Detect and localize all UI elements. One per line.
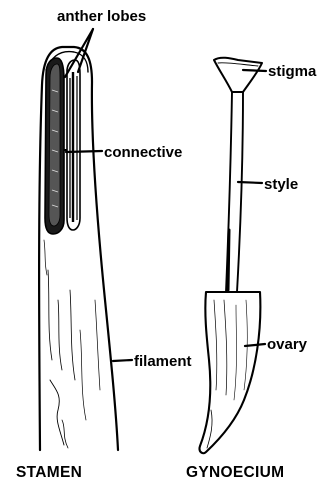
ovary-shape: [200, 292, 261, 453]
caption-stamen: STAMEN: [16, 464, 82, 481]
label-anther-lobes: anther lobes: [57, 8, 146, 25]
leader-stigma: [243, 70, 266, 71]
leader-filament: [113, 360, 132, 361]
caption-gynoecium: GYNOECIUM: [186, 464, 284, 481]
gynoecium-drawing: [200, 58, 262, 453]
label-stigma: stigma: [268, 63, 317, 80]
anther-lobe-right: [67, 60, 80, 230]
label-filament: filament: [134, 353, 192, 370]
leader-style: [238, 182, 262, 183]
leader-connective: [66, 151, 102, 152]
label-ovary: ovary: [267, 336, 308, 353]
anther-lobe-left: [45, 58, 64, 234]
label-style: style: [264, 176, 298, 193]
label-connective: connective: [104, 144, 182, 161]
